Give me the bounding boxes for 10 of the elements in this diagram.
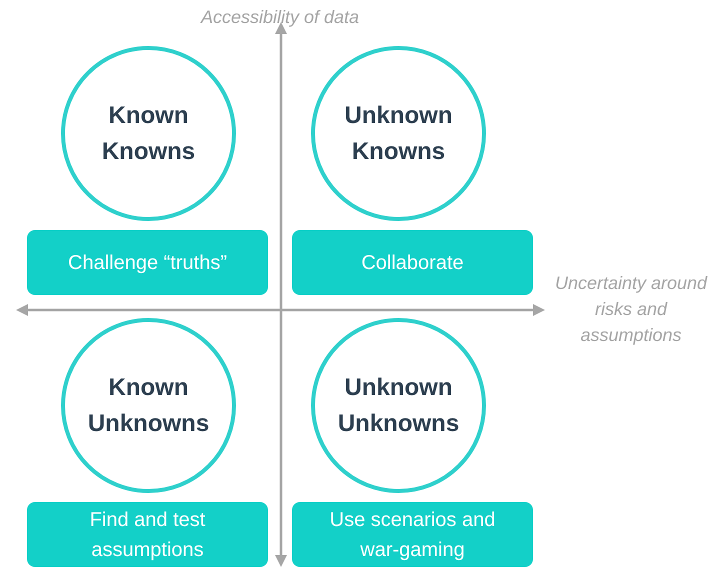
quadrant-circle: Unknown Unknowns <box>311 318 486 493</box>
axis-label: Accessibility of data <box>199 6 360 29</box>
axis-label: Uncertainty around risks and assumptions <box>554 272 708 347</box>
action-box: Challenge “truths” <box>27 230 268 295</box>
quadrant-circle: Known Unknowns <box>61 318 236 493</box>
quadrant-circle: Unknown Knowns <box>311 46 486 221</box>
action-box: Use scenarios and war-gaming <box>292 502 533 567</box>
quadrant-circle: Known Knowns <box>61 46 236 221</box>
action-box: Collaborate <box>292 230 533 295</box>
action-box: Find and test assumptions <box>27 502 268 567</box>
